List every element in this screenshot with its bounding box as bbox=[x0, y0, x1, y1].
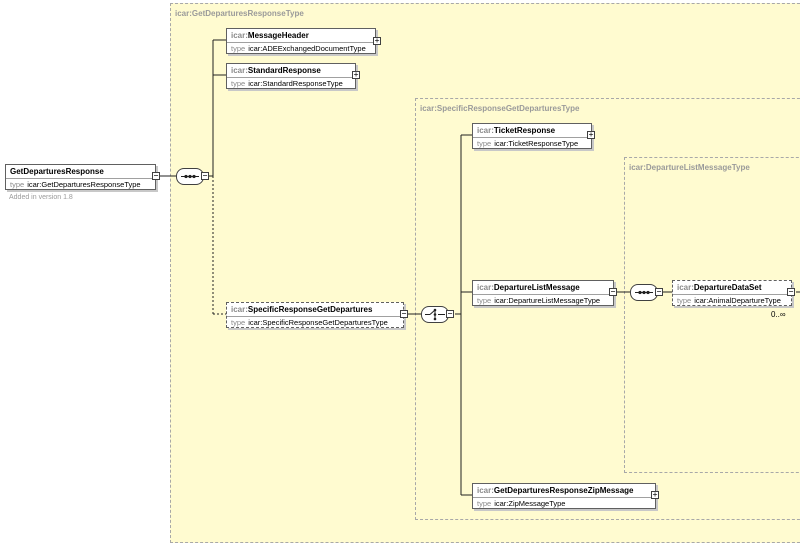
element-name: icar:DepartureDataSet bbox=[673, 281, 791, 295]
sequence-compositor[interactable] bbox=[630, 284, 658, 301]
version-note: Added in version 1.8 bbox=[9, 194, 73, 201]
element-name: icar:TicketResponse bbox=[473, 124, 591, 138]
element-name: icar:DepartureListMessage bbox=[473, 281, 613, 295]
connector-lines bbox=[159, 39, 800, 496]
collapse-icon[interactable]: − bbox=[400, 309, 408, 318]
zip-message-box[interactable]: icar:GetDeparturesResponseZipMessage typ… bbox=[472, 483, 656, 509]
region-title: icar:SpecificResponseGetDeparturesType bbox=[420, 104, 580, 113]
element-name: icar:SpecificResponseGetDepartures bbox=[227, 303, 403, 317]
expand-icon[interactable]: + bbox=[373, 36, 381, 45]
cardinality-label: 0..∞ bbox=[771, 310, 786, 319]
collapse-icon[interactable]: − bbox=[446, 309, 454, 318]
element-name: GetDeparturesResponse bbox=[6, 165, 155, 179]
collapse-icon[interactable]: − bbox=[201, 171, 209, 180]
sequence-icon bbox=[181, 174, 199, 179]
choice-compositor[interactable] bbox=[421, 306, 449, 323]
region-title: icar:DepartureListMessageType bbox=[629, 163, 750, 172]
expand-icon[interactable]: + bbox=[352, 70, 360, 79]
element-name: icar:GetDeparturesResponseZipMessage bbox=[473, 484, 655, 498]
expand-icon[interactable]: + bbox=[651, 490, 659, 499]
choice-icon bbox=[425, 308, 445, 321]
sequence-icon bbox=[635, 290, 653, 295]
collapse-icon[interactable]: − bbox=[655, 287, 663, 296]
element-name: icar:StandardResponse bbox=[227, 64, 355, 78]
expand-icon[interactable]: + bbox=[587, 130, 595, 139]
sequence-compositor[interactable] bbox=[176, 168, 204, 185]
element-name: icar:MessageHeader bbox=[227, 29, 375, 43]
collapse-icon[interactable]: − bbox=[787, 287, 795, 296]
collapse-icon[interactable]: − bbox=[609, 287, 617, 296]
region-title: icar:GetDeparturesResponseType bbox=[175, 9, 304, 18]
region-departurelistmessagetype: icar:DepartureListMessageType bbox=[624, 157, 800, 473]
collapse-icon[interactable]: − bbox=[152, 171, 160, 180]
